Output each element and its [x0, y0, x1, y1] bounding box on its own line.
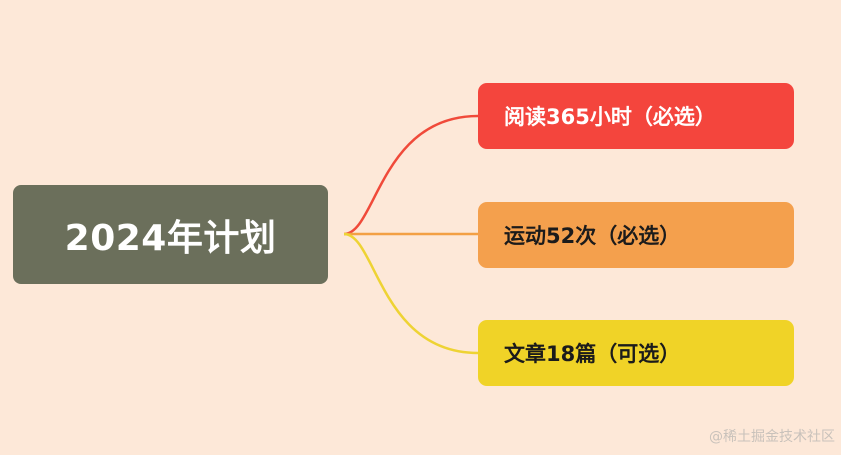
watermark-text: @稀土掘金技术社区: [709, 429, 835, 445]
connector-line-reading: [343, 114, 479, 236]
branch-node-label: 运动52次（必选）: [504, 224, 681, 248]
root-node-label: 2024年计划: [64, 217, 277, 259]
connector-line-articles: [343, 232, 479, 355]
branch-node-articles[interactable]: 文章18篇（可选）: [478, 320, 794, 386]
root-node[interactable]: 2024年计划: [13, 185, 328, 284]
branch-node-label: 阅读365小时（必选）: [504, 105, 716, 129]
branch-node-exercise[interactable]: 运动52次（必选）: [478, 202, 794, 268]
branch-node-label: 文章18篇（可选）: [504, 342, 681, 366]
branch-node-reading[interactable]: 阅读365小时（必选）: [478, 83, 794, 149]
